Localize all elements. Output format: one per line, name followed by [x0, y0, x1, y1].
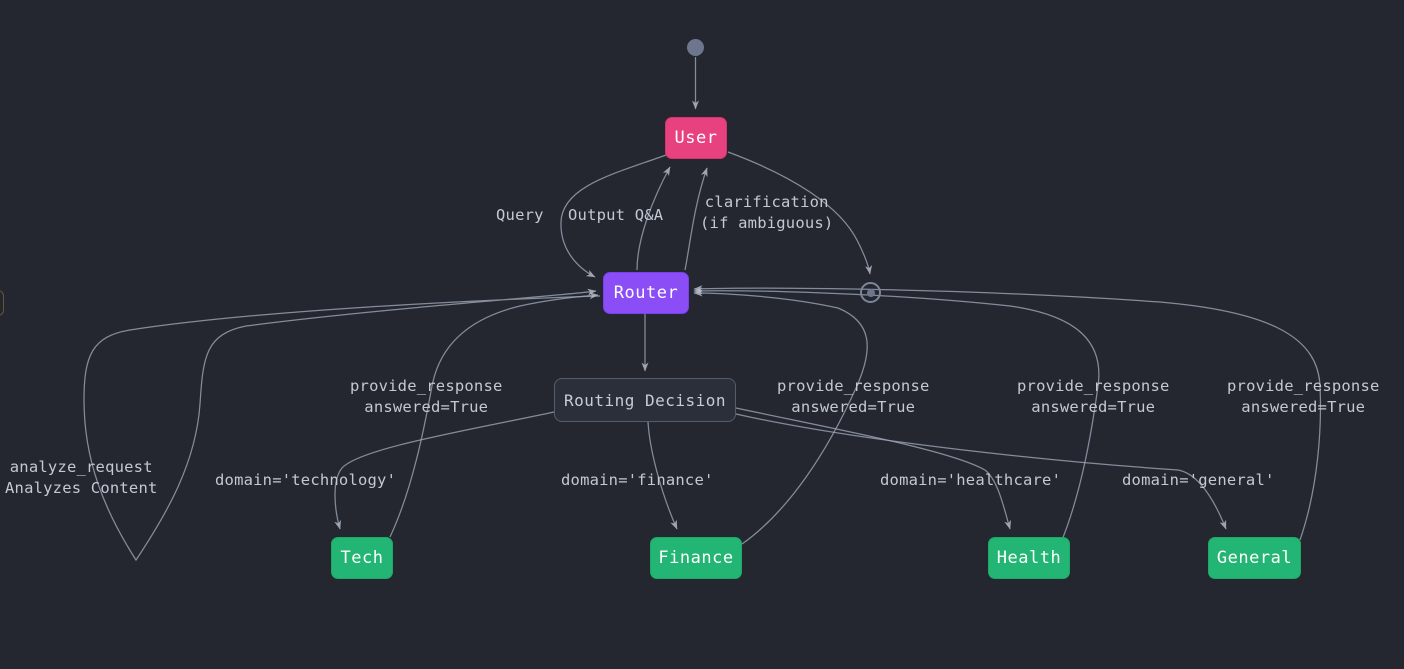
edge-router-self-analyze: [84, 291, 600, 560]
end-node-center: [867, 289, 875, 297]
edge-label-domain-healthcare: domain='healthcare': [880, 470, 1061, 491]
end-node[interactable]: [860, 282, 881, 303]
state-node-router[interactable]: Router: [603, 272, 689, 314]
edge-label-provide-response-general: provide_response answered=True: [1227, 376, 1380, 418]
state-node-general[interactable]: General: [1208, 537, 1301, 579]
edge-label-output-qa: Output Q&A: [568, 205, 663, 226]
note-routing-decision-label: Routing Decision: [564, 391, 726, 410]
edge-note-to-health: [736, 408, 1010, 529]
state-node-general-label: General: [1217, 548, 1292, 568]
start-node[interactable]: [687, 39, 704, 56]
edge-label-domain-finance: domain='finance': [561, 470, 714, 491]
state-node-user[interactable]: User: [665, 117, 727, 159]
edge-label-provide-response-health: provide_response answered=True: [1017, 376, 1170, 418]
state-node-tech-label: Tech: [341, 548, 384, 568]
state-node-health-label: Health: [997, 548, 1061, 568]
state-node-tech[interactable]: Tech: [331, 537, 393, 579]
state-node-health[interactable]: Health: [988, 537, 1070, 579]
clipped-offscreen-node: [0, 290, 4, 316]
state-node-finance-label: Finance: [658, 548, 733, 568]
edge-label-provide-response-tech: provide_response answered=True: [350, 376, 503, 418]
edge-label-domain-technology: domain='technology': [215, 470, 396, 491]
edge-label-provide-response-finance: provide_response answered=True: [777, 376, 930, 418]
note-routing-decision: Routing Decision: [554, 378, 736, 422]
edge-label-query: Query: [496, 205, 544, 226]
state-node-finance[interactable]: Finance: [650, 537, 742, 579]
edge-label-clarification: clarification (if ambiguous): [700, 192, 833, 234]
state-node-router-label: Router: [614, 283, 678, 303]
edge-label-analyze-request: analyze_request Analyzes Content: [5, 457, 158, 499]
edge-label-domain-general: domain='general': [1122, 470, 1275, 491]
state-node-user-label: User: [675, 128, 718, 148]
